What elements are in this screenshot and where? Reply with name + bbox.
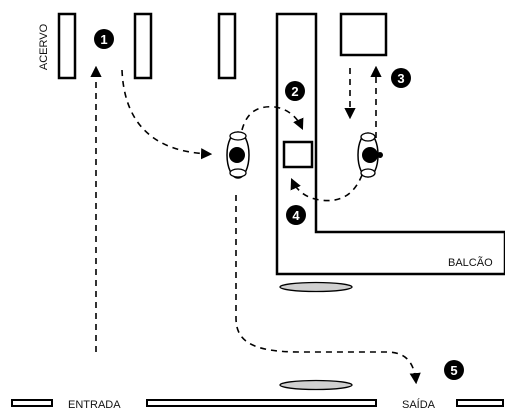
svg-text:2: 2 (291, 84, 298, 99)
floor-mat-top (279, 281, 353, 293)
step-5-marker: 5 (444, 360, 464, 380)
wall-segment-left (11, 399, 53, 407)
acervo-label: ACERVO (38, 23, 50, 70)
saida-label: SAÍDA (402, 398, 436, 411)
storage-box (339, 12, 388, 57)
patron-to-counter-arrow (241, 105, 304, 131)
wall-segment-right (456, 399, 504, 407)
svg-text:4: 4 (292, 208, 300, 223)
floor-mat-bottom (279, 379, 353, 391)
shelf-3 (217, 12, 237, 80)
shelf-1 (57, 12, 77, 80)
book-box (282, 140, 314, 169)
step-4-marker: 4 (286, 205, 306, 225)
wall-segment-middle (146, 399, 377, 407)
patron-figure (226, 131, 250, 179)
balcao-label: BALCÃO (448, 256, 493, 269)
patron-to-exit-arrow (235, 195, 421, 385)
svg-text:5: 5 (450, 363, 457, 378)
librarian-to-counter-arrow (290, 174, 363, 202)
svg-text:1: 1 (100, 32, 107, 47)
step-3-marker: 3 (391, 68, 411, 88)
shelf-to-patron-arrow (121, 69, 213, 160)
entrada-label: ENTRADA (68, 399, 121, 411)
step-1-marker: 1 (94, 29, 114, 49)
step-2-marker: 2 (285, 81, 305, 101)
counter (275, 12, 505, 276)
shelf-2 (133, 12, 153, 80)
librarian-figure (357, 132, 383, 178)
svg-text:3: 3 (397, 71, 404, 86)
